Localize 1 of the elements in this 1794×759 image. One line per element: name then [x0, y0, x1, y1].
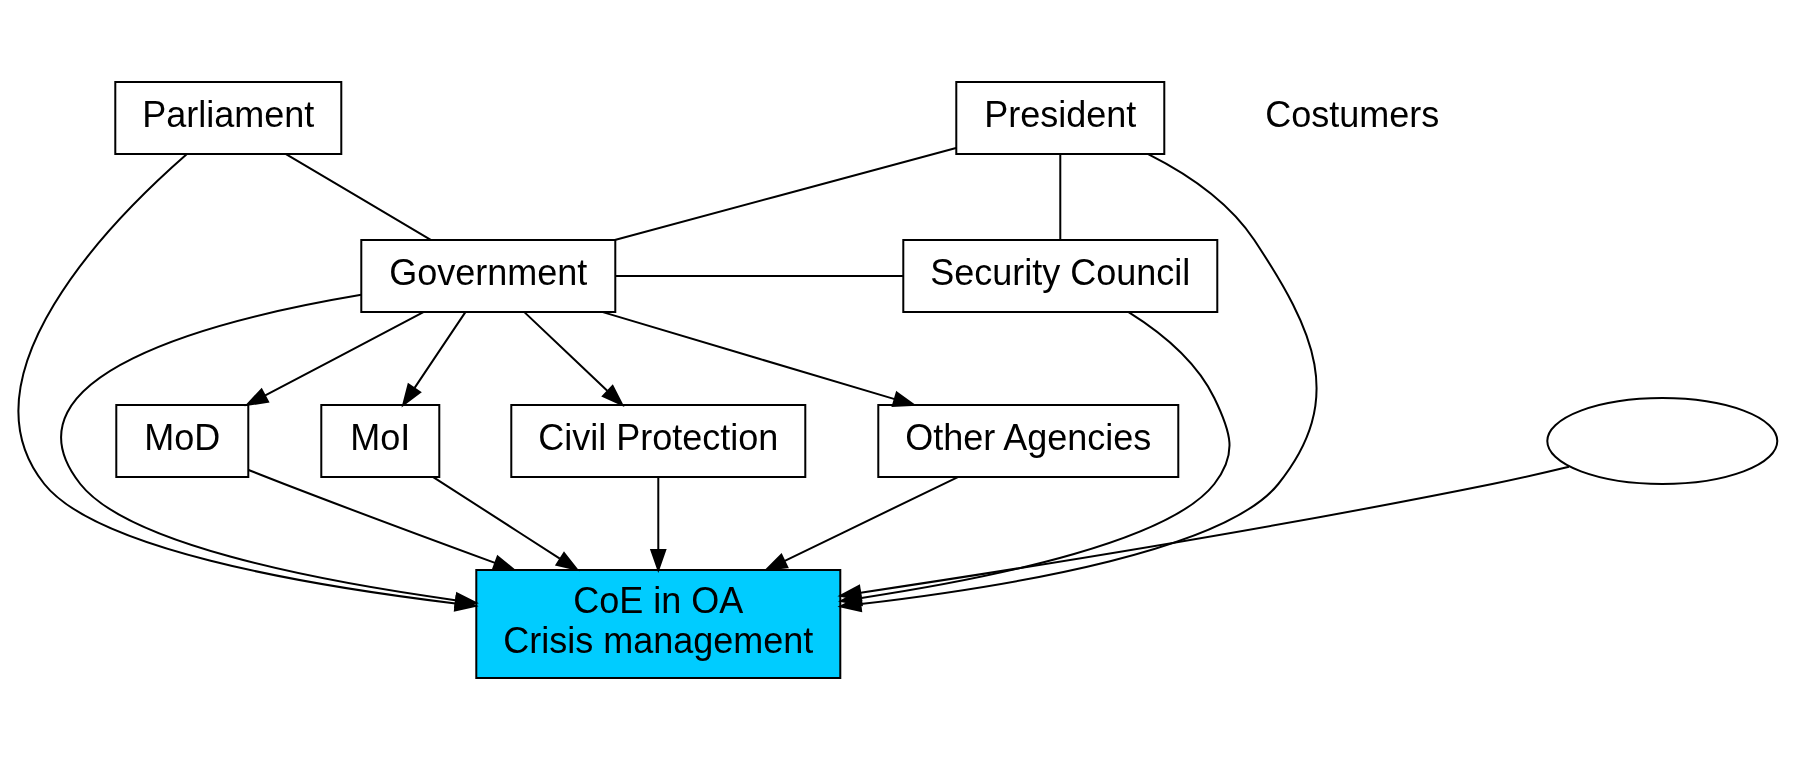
label: Costumers	[1264, 93, 1439, 135]
